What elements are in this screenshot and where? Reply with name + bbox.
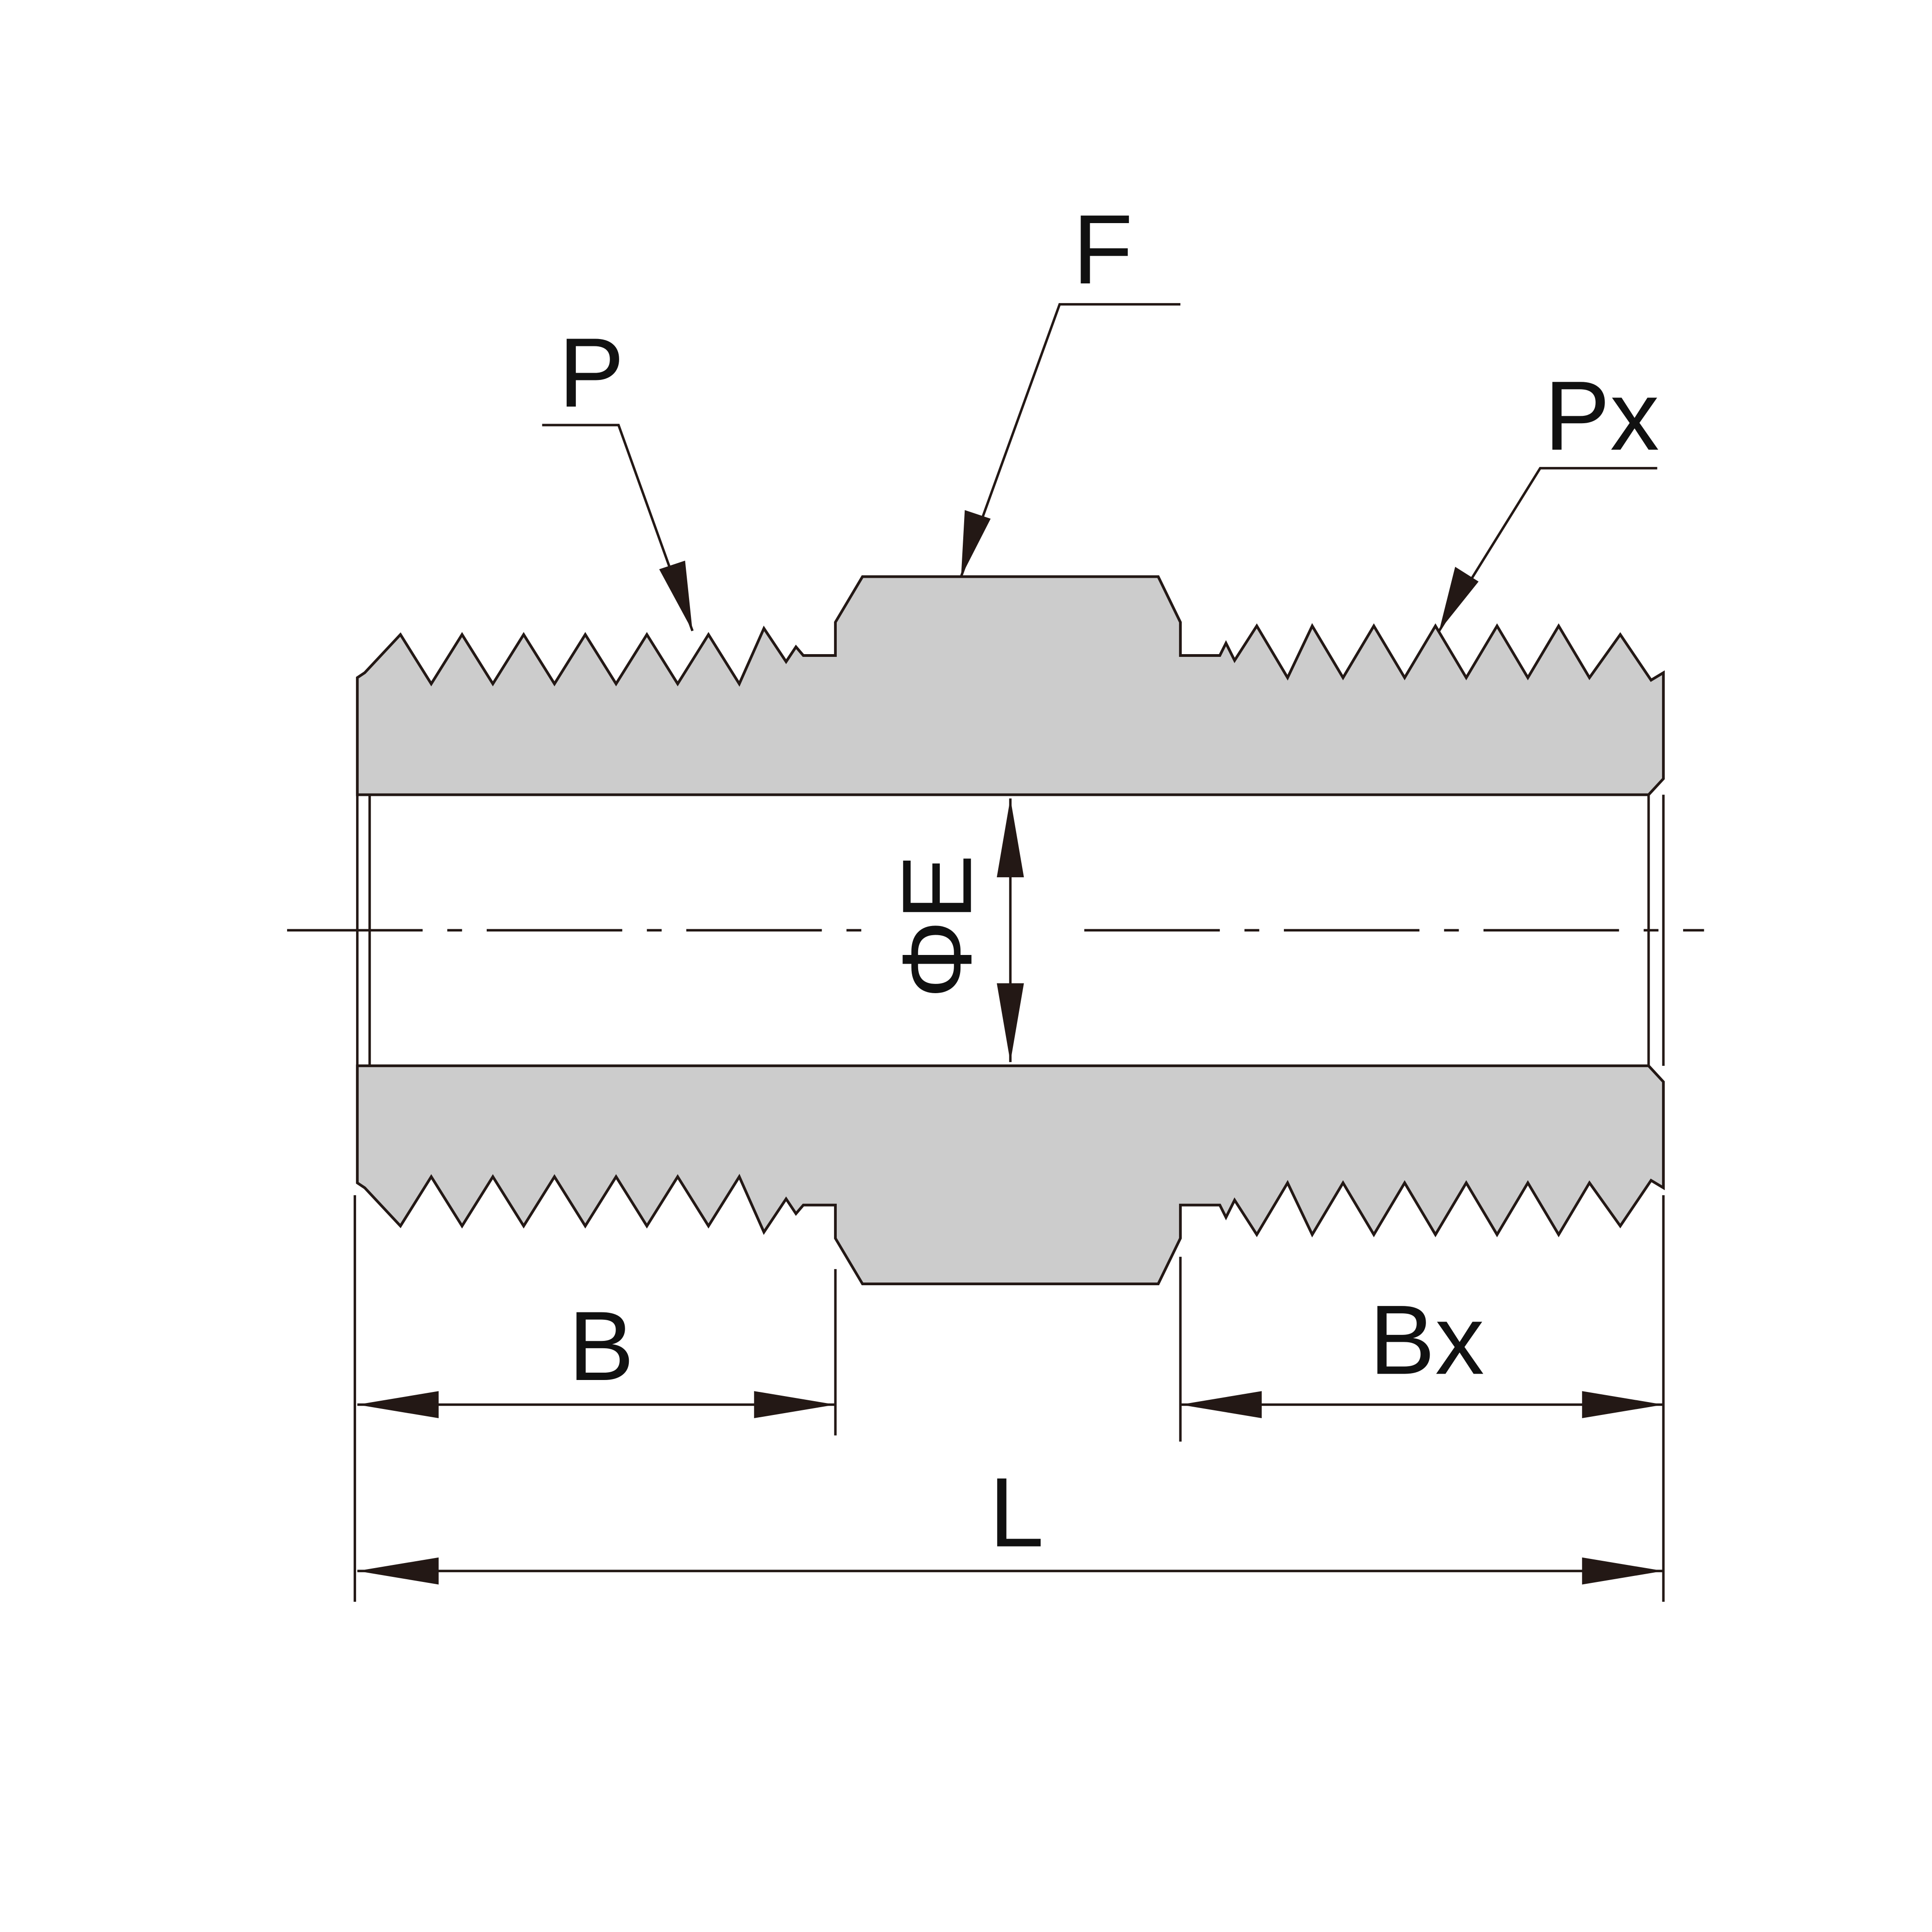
extension-lines [353, 1195, 1665, 1602]
dimension-b [357, 1391, 836, 1419]
label-px: Px [1544, 361, 1659, 471]
upper-wall [357, 577, 1663, 795]
label-l: L [989, 1458, 1044, 1568]
dimension-diameter [996, 798, 1024, 1062]
label-p: P [558, 318, 624, 428]
label-b: B [569, 1291, 634, 1401]
leader-p [542, 424, 694, 632]
label-bx: Bx [1369, 1285, 1484, 1395]
leader-px [1438, 467, 1657, 632]
label-f: F [1073, 195, 1133, 305]
dimension-l [357, 1557, 1664, 1585]
lower-wall [357, 1066, 1663, 1284]
dimension-bx [1180, 1391, 1664, 1419]
leader-f [960, 303, 1181, 577]
label-diameter-e: ΦE [882, 854, 992, 999]
